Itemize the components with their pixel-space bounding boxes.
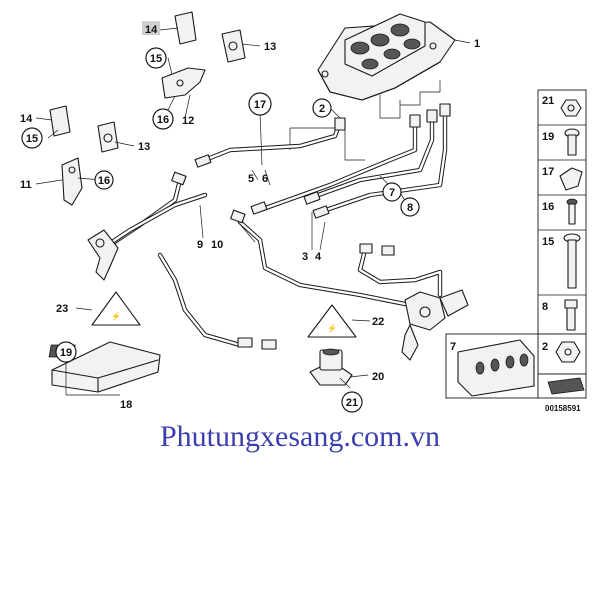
legend-item-2: 2: [542, 341, 548, 353]
label-part-7: 7: [389, 187, 395, 199]
valve-block[interactable]: [317, 13, 456, 101]
screw-icon: [564, 128, 580, 156]
label-part-9: 9: [197, 239, 203, 251]
watermark-text: Phutungxesang.com.vn: [160, 420, 440, 453]
label-part-6: 6: [262, 173, 268, 185]
svg-text:⚡: ⚡: [111, 311, 121, 321]
pressure-unit-right[interactable]: [401, 289, 469, 361]
legend-item-21: 21: [542, 95, 554, 107]
flange-nut-icon: [555, 341, 581, 363]
legend-item-17: 17: [542, 166, 554, 178]
label-part-19: 19: [60, 347, 72, 359]
label-part-14-upper: 14: [145, 24, 158, 36]
sensor-part-20[interactable]: [309, 348, 353, 386]
callout-labels: 1 2 17 5 6 7 8 3 4 9 10 11 16 14 13 15 1…: [20, 21, 480, 413]
nut-icon: [560, 99, 582, 117]
clip-assembly-upper[interactable]: [161, 11, 246, 99]
legend-item-8: 8: [542, 301, 548, 313]
svg-text:⚡: ⚡: [327, 323, 337, 333]
bolt-icon: [566, 198, 578, 225]
label-part-1: 1: [474, 38, 480, 50]
fitting-icon: [564, 299, 578, 331]
clip-assembly-lower[interactable]: [49, 105, 119, 206]
label-part-4: 4: [315, 251, 322, 263]
long-bolt-icon: [563, 233, 581, 289]
legend-item-16: 16: [542, 201, 554, 213]
label-part-11: 11: [20, 179, 32, 191]
label-part-3: 3: [302, 251, 308, 263]
label-part-5: 5: [248, 173, 254, 185]
pipe-bracket-left[interactable]: [87, 229, 119, 281]
label-part-20: 20: [372, 371, 384, 383]
label-part-14-lower: 14: [20, 113, 33, 125]
label-part-15-lower: 15: [26, 133, 38, 145]
label-part-21: 21: [346, 397, 358, 409]
label-part-17: 17: [254, 99, 266, 111]
label-part-15-upper: 15: [150, 53, 162, 65]
legend-item-19: 19: [542, 131, 554, 143]
kit-assembly-icon: [457, 339, 535, 397]
label-part-2: 2: [319, 103, 325, 115]
legend-item-15: 15: [542, 236, 554, 248]
gasket-icon: [547, 377, 585, 395]
label-part-10: 10: [211, 239, 223, 251]
label-part-8: 8: [407, 202, 413, 214]
label-part-18: 18: [120, 399, 132, 411]
warning-triangle-23: ⚡: [91, 291, 141, 326]
label-part-13-upper: 13: [264, 41, 276, 53]
brake-pipes[interactable]: [97, 107, 448, 348]
leader-lines: [35, 27, 471, 396]
legend-kit-label: 7: [450, 341, 456, 353]
diagram-code: 00158591: [545, 404, 581, 413]
legend-panel: 21 19 17 16 15 8 2: [445, 89, 587, 413]
label-part-13-lower: 13: [138, 141, 150, 153]
label-part-12: 12: [182, 115, 194, 127]
label-part-16-lower: 16: [98, 175, 110, 187]
clip-icon: [559, 167, 583, 191]
warning-triangle-22: ⚡: [307, 304, 357, 338]
label-part-22: 22: [372, 316, 384, 328]
label-part-16-upper: 16: [157, 114, 169, 126]
label-part-23: 23: [56, 303, 68, 315]
pipe-fittings[interactable]: [171, 103, 451, 350]
